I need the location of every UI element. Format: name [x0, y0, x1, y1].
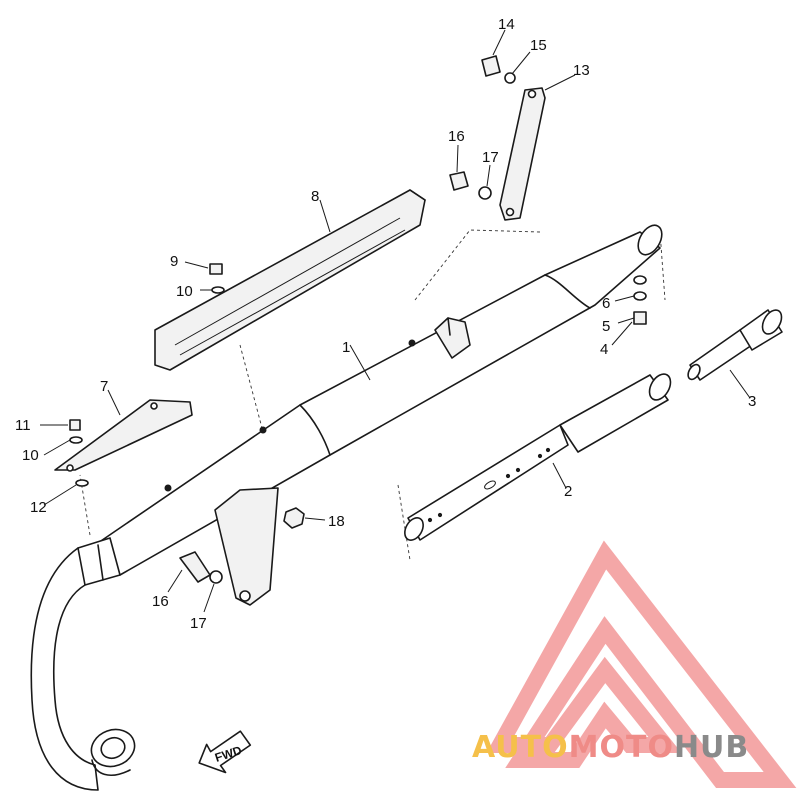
washer-12 [75, 479, 89, 487]
callout-3: 3 [748, 393, 756, 410]
bolt-16-top [449, 171, 469, 191]
callout-4: 4 [600, 341, 608, 358]
callout-11: 11 [15, 417, 31, 434]
forward-direction-arrow: FWD [198, 730, 252, 774]
callout-15: 15 [530, 37, 547, 54]
heat-shield-long [154, 189, 426, 371]
washer-15 [504, 72, 516, 84]
washer-17-lower [209, 570, 223, 584]
screw-9 [209, 263, 223, 275]
heat-shield-plate [54, 399, 193, 472]
callout-5: 5 [602, 318, 610, 335]
screw-11 [69, 419, 81, 431]
watermark-text: AUTOMOTOHUB [472, 730, 749, 765]
nut-18 [283, 507, 305, 529]
tail-pipe [687, 309, 783, 381]
callout-18: 18 [328, 513, 345, 530]
callout-17-lower: 17 [190, 615, 207, 632]
screw-washer-set-4-6 [633, 275, 647, 325]
callout-14: 14 [498, 16, 515, 33]
baffle-tube [404, 373, 672, 541]
bolt-16-lower [179, 551, 211, 583]
watermark-auto: AUTO [472, 730, 569, 765]
callout-leaders [40, 29, 751, 613]
muffler-main-body [30, 224, 663, 791]
washer-17-top [478, 186, 492, 200]
watermark-moto: MOTO [569, 730, 674, 765]
washer-10b [69, 436, 83, 444]
callout-13: 13 [573, 62, 590, 79]
watermark-hub: HUB [674, 730, 749, 765]
stay-bracket [499, 87, 546, 221]
callout-2: 2 [564, 483, 572, 500]
watermark-logo [486, 540, 797, 788]
callout-17-top: 17 [482, 149, 499, 166]
callout-9: 9 [170, 253, 178, 270]
callout-10b: 10 [22, 447, 39, 464]
callout-numbers: 1 2 3 4 5 6 7 8 9 10 11 10 12 13 14 15 1… [15, 16, 756, 632]
callout-7: 7 [100, 378, 108, 395]
callout-6: 6 [602, 295, 610, 312]
callout-10a: 10 [176, 283, 193, 300]
bolt-14 [481, 55, 501, 77]
callout-1: 1 [342, 339, 350, 356]
callout-12: 12 [30, 499, 47, 516]
svg-text:AUTOMOTOHUB: AUTOMOTOHUB [472, 730, 749, 765]
callout-16-top: 16 [448, 128, 465, 145]
callout-8: 8 [311, 188, 319, 205]
washer-10a [211, 286, 225, 294]
callout-16-lower: 16 [152, 593, 169, 610]
